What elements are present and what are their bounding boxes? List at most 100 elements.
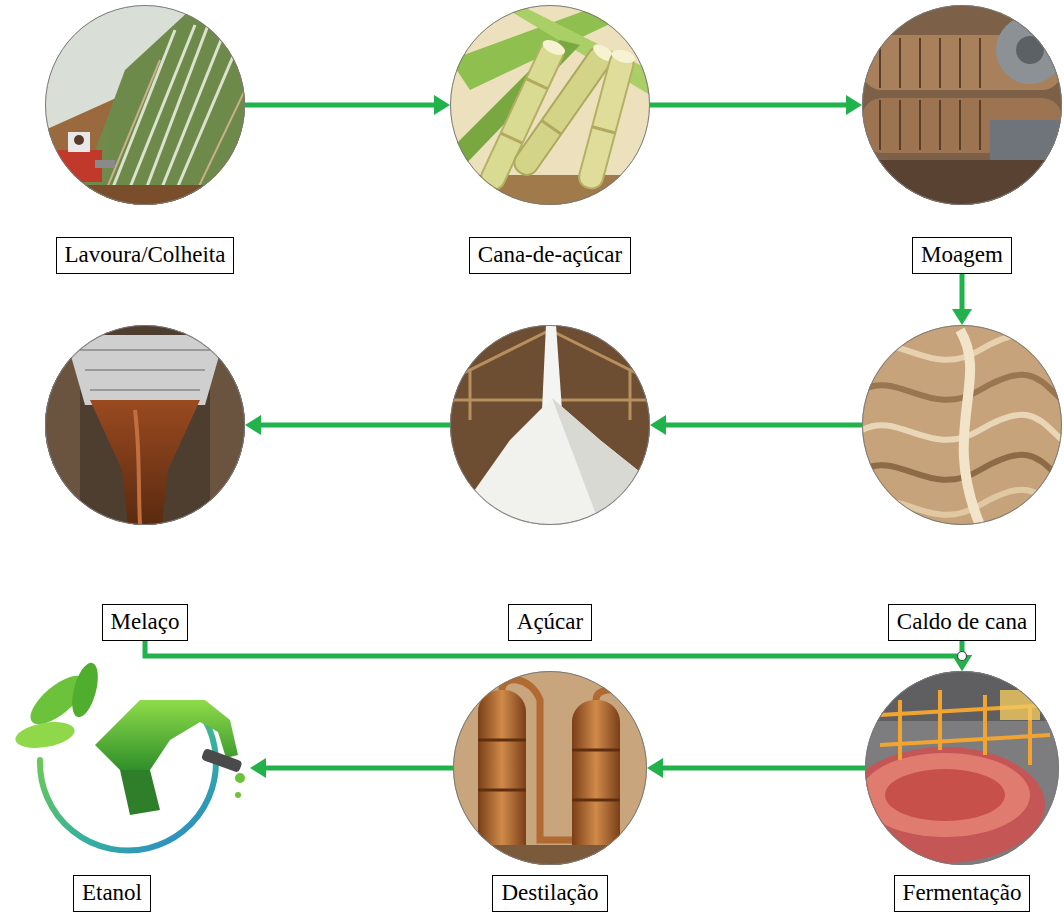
- mill-illustration-part-part: [959, 100, 961, 150]
- step-circle: [450, 5, 650, 205]
- juice-illustration-part-part: [862, 490, 1062, 515]
- mill-illustration-part: [1016, 36, 1044, 64]
- icon-area: [10, 660, 250, 876]
- juice-illustration: [862, 325, 1062, 525]
- harvest-illustration-part-part: [140, 20, 210, 205]
- sugarcane-illustration-part-part: [501, 133, 523, 143]
- fermentation-illustration-part-part: [880, 735, 1050, 745]
- arrow-head: [650, 415, 666, 435]
- step-circle: [450, 325, 650, 525]
- flow-arrow: [145, 641, 972, 672]
- arrow-head: [952, 309, 972, 325]
- arrow-head: [434, 95, 450, 115]
- sugar-illustration-part: [450, 398, 650, 525]
- process-step: Moagem: [862, 5, 1062, 205]
- flow-arrow: [952, 641, 972, 672]
- mill-illustration-part-part: [959, 38, 961, 88]
- arrow-head: [647, 758, 663, 778]
- step-label: Caldo de cana: [897, 608, 1027, 636]
- process-step: Caldo de cana: [862, 325, 1062, 525]
- flow-line: [650, 103, 848, 108]
- harvest-illustration-part: [100, 60, 245, 205]
- sugar-illustration-part-part: [450, 330, 550, 380]
- label-box: Moagem: [912, 237, 1012, 274]
- harvest-illustration: [45, 5, 245, 205]
- sugarcane-illustration-part-part: [577, 49, 636, 190]
- step-circle: [865, 671, 1059, 865]
- process-step: Destilação: [453, 671, 647, 865]
- process-step: Etanol: [10, 660, 250, 876]
- flow-arrow: [250, 758, 453, 778]
- flow-line: [259, 423, 450, 428]
- ethanol-pump-icon-part: [235, 773, 245, 783]
- step-label: Cana-de-açúcar: [478, 241, 622, 269]
- fermentation-illustration-part: [880, 690, 1050, 765]
- ethanol-pump-icon-part: [67, 660, 103, 720]
- mill-illustration-part-part: [939, 38, 941, 88]
- molasses-illustration: [45, 325, 245, 525]
- molasses-illustration-part: [45, 325, 245, 525]
- mill-illustration-part-part: [899, 38, 901, 88]
- step-circle: [45, 325, 245, 525]
- flow-arrow: [647, 758, 865, 778]
- label-box: Açúcar: [508, 604, 592, 641]
- ethanol-pump-icon-part: [201, 748, 243, 773]
- mill-illustration-part-part: [899, 100, 901, 150]
- step-label: Etanol: [82, 879, 142, 907]
- label-box: Cana-de-açúcar: [469, 237, 631, 274]
- distillation-illustration: [453, 671, 647, 870]
- harvest-illustration-part: [68, 132, 90, 152]
- mill-illustration-part: [996, 16, 1064, 84]
- flow-line: [661, 766, 865, 771]
- sugarcane-illustration-part: [450, 175, 650, 205]
- label-box: Destilação: [492, 875, 607, 912]
- flow-arrow: [650, 95, 862, 115]
- fermentation-illustration-part: [1000, 690, 1040, 720]
- step-label: Melaço: [111, 608, 180, 636]
- arrow-head: [245, 415, 261, 435]
- ethanol-pump-icon-part: [120, 770, 160, 815]
- distillation-illustration-part: [478, 690, 526, 870]
- harvest-illustration-part: [45, 5, 245, 205]
- label-box: Etanol: [73, 875, 151, 912]
- distillation-illustration-part: [572, 700, 620, 870]
- distillation-illustration-part: [478, 740, 620, 800]
- distillation-illustration-part: [502, 680, 572, 840]
- sugar-illustration-part-part: [469, 370, 472, 420]
- fermentation-illustration-part: [845, 747, 1045, 863]
- label-box: Melaço: [102, 604, 189, 641]
- label-box: Lavoura/Colheita: [56, 237, 235, 274]
- sugar-illustration-part-part: [629, 370, 632, 420]
- sugarcane-illustration-part-part: [542, 120, 562, 134]
- flow-line: [264, 766, 453, 771]
- flow-arrow: [952, 274, 972, 326]
- process-step: Fermentação: [865, 671, 1059, 865]
- ethanol-pump-icon-part: [235, 792, 241, 798]
- flow-arrow: [245, 415, 450, 435]
- step-circle: [45, 5, 245, 205]
- step-label: Moagem: [921, 241, 1003, 269]
- step-label: Fermentação: [903, 879, 1022, 907]
- sugarcane-illustration-part-part: [610, 48, 636, 66]
- mill-illustration-part-part: [919, 100, 921, 150]
- molasses-illustration-part-part: [80, 349, 210, 351]
- sugar-illustration: [450, 325, 650, 525]
- juice-illustration-part-part: [862, 375, 1062, 400]
- label-box: Caldo de cana: [888, 604, 1036, 641]
- harvest-illustration-part: [74, 135, 84, 145]
- sugar-illustration-part: [542, 325, 562, 410]
- mill-illustration-part-part: [979, 38, 981, 88]
- label-box: Fermentação: [894, 875, 1031, 912]
- harvest-illustration-part-part: [100, 60, 160, 205]
- flow-arrow: [650, 415, 862, 435]
- sugar-illustration-part-part: [550, 330, 650, 380]
- sugarcane-illustration-part: [450, 5, 650, 205]
- ethanol-pump-icon-part: [13, 718, 76, 752]
- fermentation-illustration-part-part: [898, 700, 902, 760]
- flow-line: [960, 274, 965, 312]
- process-step: Açúcar: [450, 325, 650, 525]
- sugarcane-illustration-part-part: [592, 127, 615, 133]
- fermentation-illustration-part-part: [983, 695, 987, 755]
- harvest-illustration-part-part: [110, 30, 175, 195]
